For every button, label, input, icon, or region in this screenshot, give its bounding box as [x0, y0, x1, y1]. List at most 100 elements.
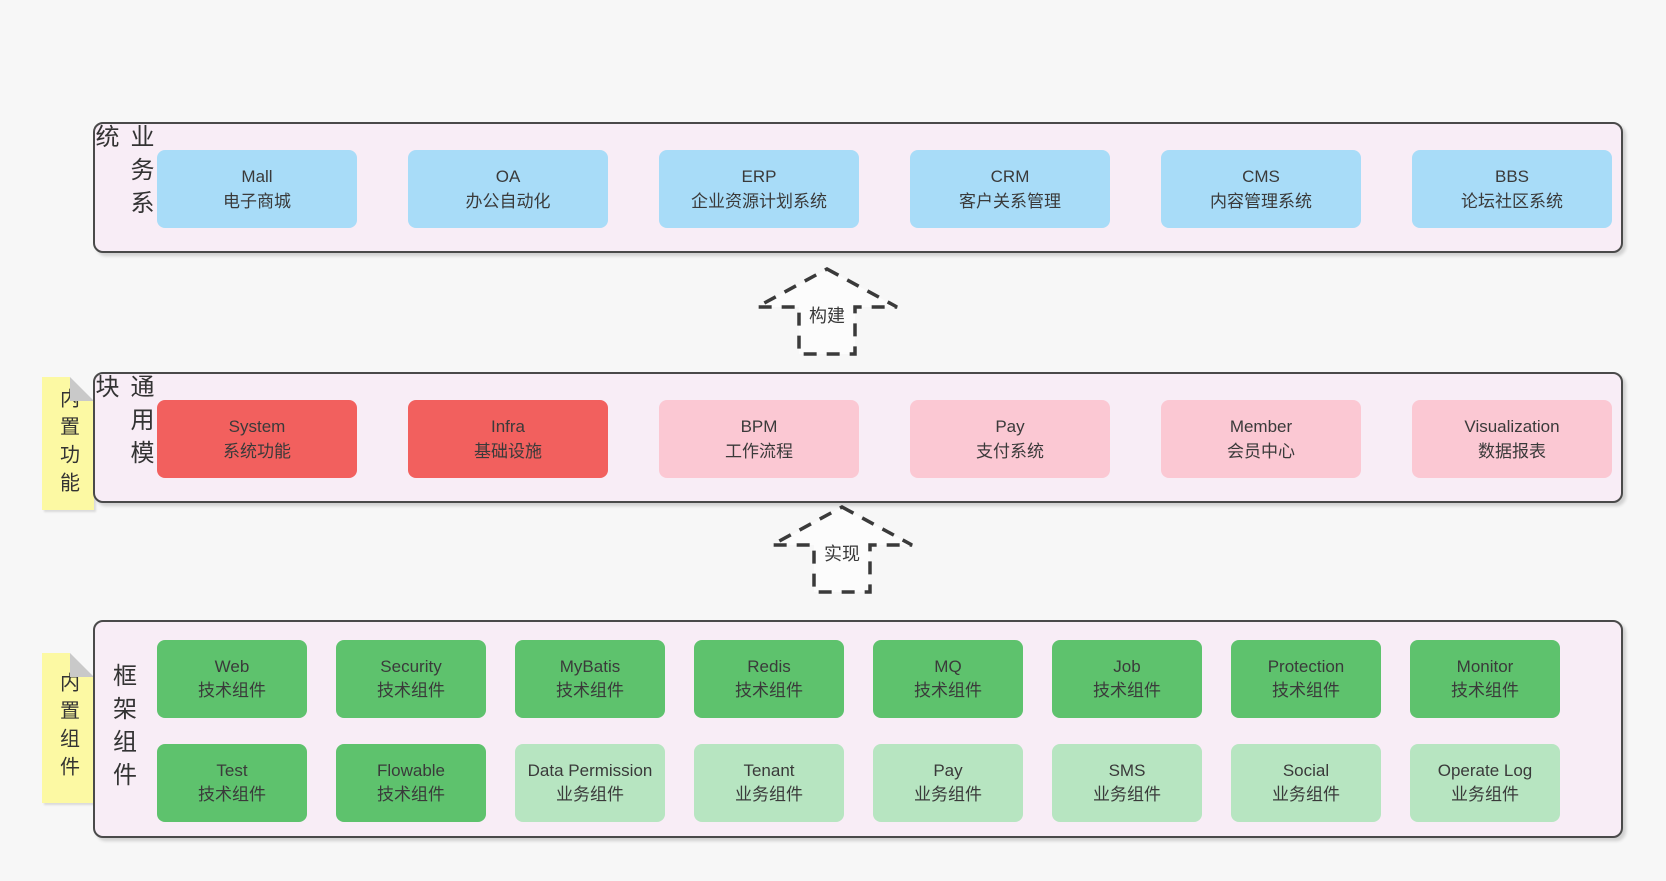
box-redis: Redis 技术组件 — [694, 640, 844, 718]
box-title: Job — [1113, 656, 1141, 676]
framework-components-row-1: Web 技术组件 Security 技术组件 MyBatis 技术组件 Redi… — [157, 640, 1560, 718]
sticky-note-built-in-components: 内置组件 — [42, 653, 94, 803]
box-subtitle: 技术组件 — [1093, 681, 1161, 700]
box-data-permission: Data Permission 业务组件 — [515, 744, 665, 822]
box-title: MQ — [934, 656, 962, 676]
box-title: Mall — [241, 166, 273, 186]
band-common-modules: 通用模块 System 系统功能 Infra 基础设施 BPM 工作流程 Pay… — [91, 372, 1623, 503]
box-subtitle: 技术组件 — [198, 785, 266, 804]
box-social: Social 业务组件 — [1231, 744, 1381, 822]
box-subtitle: 会员中心 — [1227, 442, 1295, 461]
box-subtitle: 技术组件 — [1451, 681, 1519, 700]
box-title: System — [228, 416, 286, 436]
box-pay-component: Pay 业务组件 — [873, 744, 1023, 822]
box-title: Operate Log — [1437, 760, 1533, 780]
box-title: Protection — [1267, 656, 1345, 676]
box-title: OA — [495, 166, 521, 186]
box-cms: CMS 内容管理系统 — [1161, 150, 1361, 228]
box-flowable: Flowable 技术组件 — [336, 744, 486, 822]
box-title: SMS — [1108, 760, 1146, 780]
box-subtitle: 数据报表 — [1478, 442, 1546, 461]
box-oa: OA 办公自动化 — [408, 150, 608, 228]
box-title: BBS — [1494, 166, 1530, 186]
note-fold-icon — [70, 653, 94, 677]
box-web: Web 技术组件 — [157, 640, 307, 718]
box-title: Member — [1229, 416, 1293, 436]
box-subtitle: 业务组件 — [1272, 785, 1340, 804]
box-member: Member 会员中心 — [1161, 400, 1361, 478]
box-system: System 系统功能 — [157, 400, 357, 478]
box-subtitle: 业务组件 — [914, 785, 982, 804]
box-title: BPM — [740, 416, 778, 436]
box-subtitle: 电子商城 — [223, 192, 291, 211]
box-infra: Infra 基础设施 — [408, 400, 608, 478]
box-mq: MQ 技术组件 — [873, 640, 1023, 718]
box-subtitle: 基础设施 — [474, 442, 542, 461]
box-job: Job 技术组件 — [1052, 640, 1202, 718]
band-label-framework-components: 框架组件 — [108, 663, 136, 795]
box-title: Web — [214, 656, 250, 676]
box-title: CMS — [1242, 166, 1280, 186]
box-bbs: BBS 论坛社区系统 — [1412, 150, 1612, 228]
box-tenant: Tenant 业务组件 — [694, 744, 844, 822]
box-title: Pay — [995, 416, 1025, 436]
box-subtitle: 支付系统 — [976, 442, 1044, 461]
sticky-note-text: 内置组件 — [56, 672, 79, 784]
box-title: Flowable — [376, 760, 446, 780]
sticky-note-text: 内置功能 — [56, 387, 79, 500]
box-protection: Protection 技术组件 — [1231, 640, 1381, 718]
band-business-systems: 业务系统 Mall 电子商城 OA 办公自动化 ERP 企业资源计划系统 CRM… — [91, 122, 1623, 253]
box-mybatis: MyBatis 技术组件 — [515, 640, 665, 718]
box-test: Test 技术组件 — [157, 744, 307, 822]
box-subtitle: 技术组件 — [914, 681, 982, 700]
box-subtitle: 技术组件 — [198, 681, 266, 700]
box-subtitle: 业务组件 — [556, 785, 624, 804]
box-title: ERP — [741, 166, 777, 186]
box-title: Redis — [747, 656, 791, 676]
band-label-common-modules: 通用模块 — [91, 374, 153, 473]
box-title: Test — [216, 760, 248, 780]
box-subtitle: 客户关系管理 — [959, 192, 1061, 211]
box-subtitle: 技术组件 — [377, 681, 445, 700]
arrow-build: 构建 — [752, 266, 902, 358]
box-subtitle: 技术组件 — [556, 681, 624, 700]
box-subtitle: 业务组件 — [1451, 785, 1519, 804]
box-visualization: Visualization 数据报表 — [1412, 400, 1612, 478]
box-title: Visualization — [1464, 416, 1560, 436]
box-subtitle: 内容管理系统 — [1210, 192, 1312, 211]
box-title: CRM — [990, 166, 1030, 186]
box-title: Infra — [490, 416, 526, 436]
box-crm: CRM 客户关系管理 — [910, 150, 1110, 228]
note-fold-icon — [70, 377, 94, 401]
box-erp: ERP 企业资源计划系统 — [659, 150, 859, 228]
box-pay: Pay 支付系统 — [910, 400, 1110, 478]
box-subtitle: 业务组件 — [735, 785, 803, 804]
box-title: Monitor — [1456, 656, 1514, 676]
box-subtitle: 企业资源计划系统 — [691, 192, 827, 211]
arrow-implement-label: 实现 — [821, 540, 863, 566]
box-subtitle: 系统功能 — [223, 442, 291, 461]
box-sms: SMS 业务组件 — [1052, 744, 1202, 822]
box-title: Tenant — [743, 760, 795, 780]
box-title: Social — [1282, 760, 1330, 780]
box-subtitle: 论坛社区系统 — [1461, 192, 1563, 211]
box-subtitle: 技术组件 — [1272, 681, 1340, 700]
box-subtitle: 工作流程 — [725, 442, 793, 461]
box-title: Data Permission — [527, 760, 653, 780]
box-title: MyBatis — [559, 656, 621, 676]
box-subtitle: 业务组件 — [1093, 785, 1161, 804]
framework-components-row-2: Test 技术组件 Flowable 技术组件 Data Permission … — [157, 744, 1560, 822]
business-systems-row: Mall 电子商城 OA 办公自动化 ERP 企业资源计划系统 CRM 客户关系… — [157, 150, 1612, 228]
sticky-note-built-in-features: 内置功能 — [42, 377, 94, 510]
arrow-implement: 实现 — [767, 504, 917, 596]
box-mall: Mall 电子商城 — [157, 150, 357, 228]
box-subtitle: 技术组件 — [735, 681, 803, 700]
box-subtitle: 技术组件 — [377, 785, 445, 804]
arrow-build-label: 构建 — [806, 302, 848, 328]
box-monitor: Monitor 技术组件 — [1410, 640, 1560, 718]
common-modules-row: System 系统功能 Infra 基础设施 BPM 工作流程 Pay 支付系统… — [157, 400, 1612, 478]
box-title: Pay — [933, 760, 963, 780]
box-security: Security 技术组件 — [336, 640, 486, 718]
box-subtitle: 办公自动化 — [465, 192, 551, 211]
band-label-business-systems: 业务系统 — [91, 124, 153, 223]
